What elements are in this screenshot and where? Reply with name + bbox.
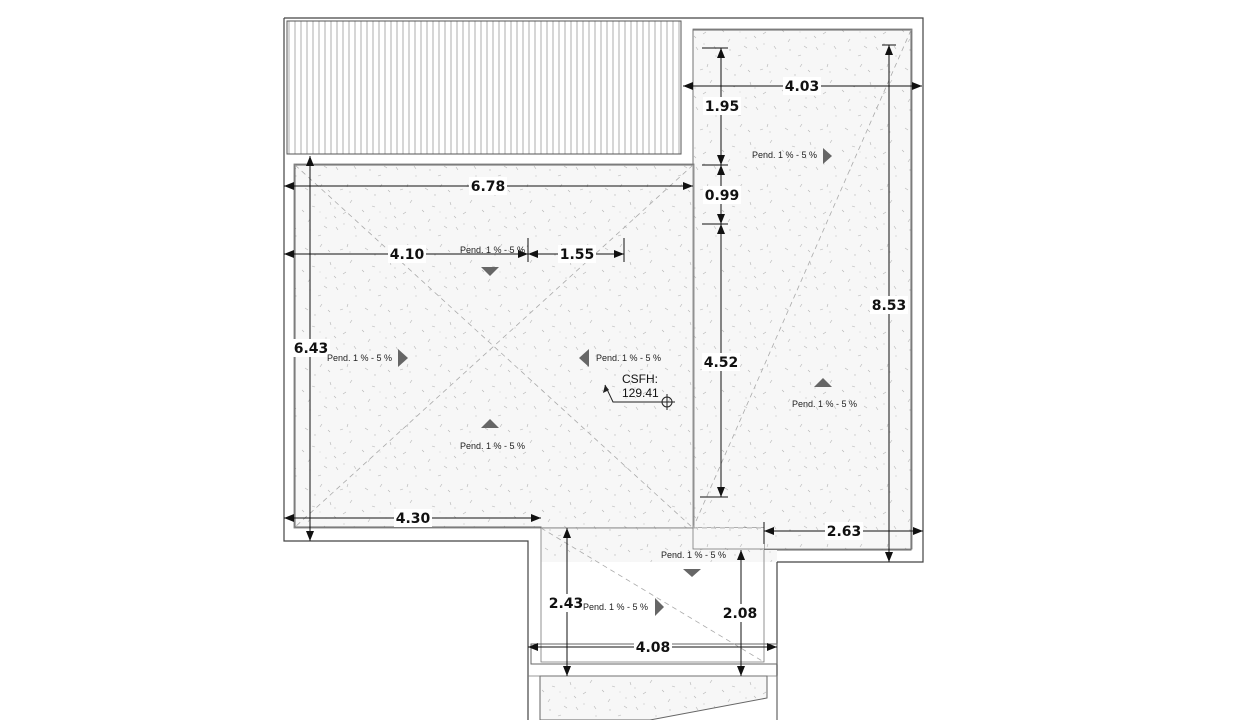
slope-annotations: Pend. 1 % - 5 % Pend. 1 % - 5 % Pend. 1 … (327, 148, 857, 616)
ribbed-roof-panel (286, 20, 682, 155)
slope-arrow-up-icon (814, 378, 832, 387)
level-marker-value: 129.41 (622, 386, 659, 400)
slope-arrow-left-icon (579, 349, 589, 367)
dim-label-4-08: 4.08 (636, 640, 671, 656)
slope-arrow-down-icon (683, 569, 701, 577)
dim-label-0-99: 0.99 (705, 188, 740, 204)
slope-label: Pend. 1 % - 5 % (752, 150, 817, 160)
slope-arrow-right-icon (398, 349, 408, 367)
level-crosshair-icon (659, 394, 675, 410)
slope-annotation: Pend. 1 % - 5 % (792, 378, 857, 409)
slope-annotation: Pend. 1 % - 5 % (579, 349, 661, 367)
dim-label-4-10: 4.10 (390, 247, 425, 263)
dim-label-6-43: 6.43 (294, 341, 329, 357)
slope-arrow-right-icon (823, 148, 832, 164)
slope-label: Pend. 1 % - 5 % (661, 550, 726, 560)
slope-annotation: Pend. 1 % - 5 % (460, 245, 525, 276)
slope-arrow-right-icon (655, 598, 664, 616)
dim-label-2-63: 2.63 (827, 524, 862, 540)
slope-annotation: Pend. 1 % - 5 % (583, 598, 664, 616)
slope-annotation: Pend. 1 % - 5 % (460, 419, 525, 451)
dim-label-1-55: 1.55 (560, 247, 595, 263)
slope-arrow-up-icon (481, 419, 499, 428)
slope-label: Pend. 1 % - 5 % (460, 441, 525, 451)
roof-slab-areas (293, 28, 913, 720)
slope-label: Pend. 1 % - 5 % (792, 399, 857, 409)
dimension-labels: 4.03 1.95 0.99 6.78 4.10 1.55 6.43 4.52 … (292, 77, 908, 656)
slope-annotation: Pend. 1 % - 5 % (752, 148, 832, 164)
slope-guide-lines (294, 29, 912, 663)
slope-label: Pend. 1 % - 5 % (460, 245, 525, 255)
dim-label-2-08: 2.08 (723, 606, 758, 622)
slope-arrow-down-icon (481, 267, 499, 276)
level-marker-label: CSFH: (622, 372, 658, 386)
slope-annotation: Pend. 1 % - 5 % (661, 550, 726, 577)
dim-label-1-95: 1.95 (705, 99, 740, 115)
dim-label-4-52: 4.52 (704, 355, 739, 371)
slope-label: Pend. 1 % - 5 % (596, 353, 661, 363)
dim-label-6-78: 6.78 (471, 179, 506, 195)
outer-wall-outline (283, 17, 924, 720)
slope-label: Pend. 1 % - 5 % (583, 602, 648, 612)
dim-label-2-43: 2.43 (549, 596, 584, 612)
dim-label-4-03: 4.03 (785, 79, 820, 95)
level-marker: CSFH: 129.41 (603, 372, 675, 410)
slope-annotation: Pend. 1 % - 5 % (327, 349, 408, 367)
dim-label-4-30: 4.30 (396, 511, 431, 527)
dim-label-8-53: 8.53 (872, 298, 907, 314)
slope-label: Pend. 1 % - 5 % (327, 353, 392, 363)
